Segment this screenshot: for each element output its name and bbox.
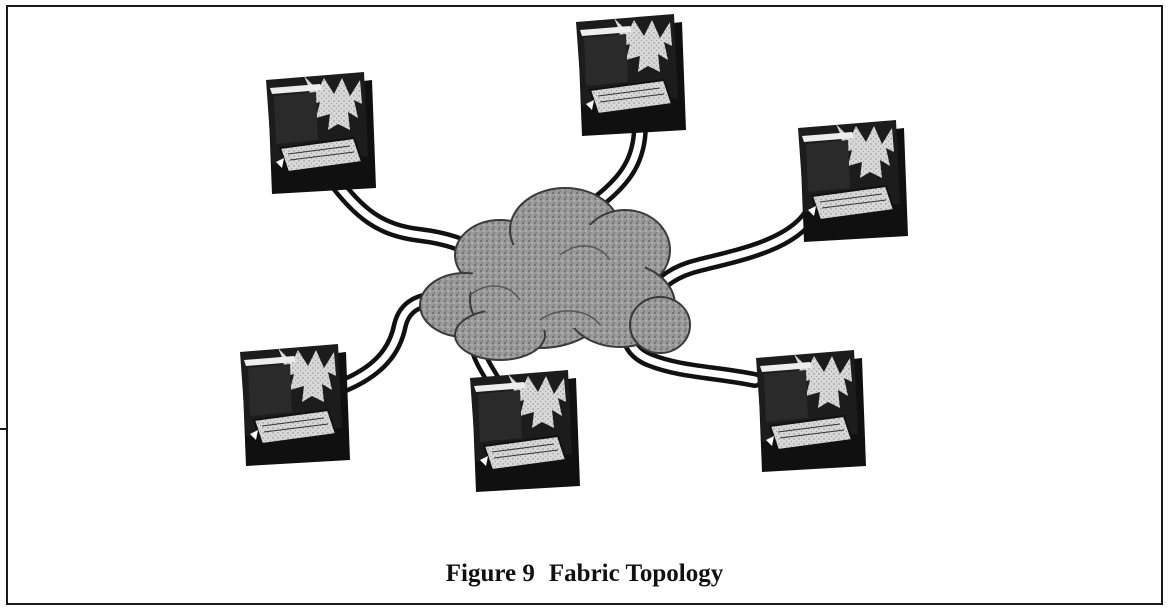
computer-3-icon bbox=[797, 119, 909, 243]
margin-mark bbox=[0, 428, 8, 430]
figure-title: Fabric Topology bbox=[548, 560, 724, 587]
computer-1-icon bbox=[265, 71, 377, 195]
cloud-fabric-icon bbox=[419, 187, 691, 361]
computer-5-icon bbox=[469, 369, 581, 493]
figure-number: Figure 9 bbox=[445, 560, 535, 587]
computer-2-icon bbox=[575, 13, 687, 137]
figure-caption: Figure 9 Fabric Topology bbox=[0, 560, 1169, 588]
computer-6-icon bbox=[755, 349, 867, 473]
computer-4-icon bbox=[239, 343, 351, 467]
